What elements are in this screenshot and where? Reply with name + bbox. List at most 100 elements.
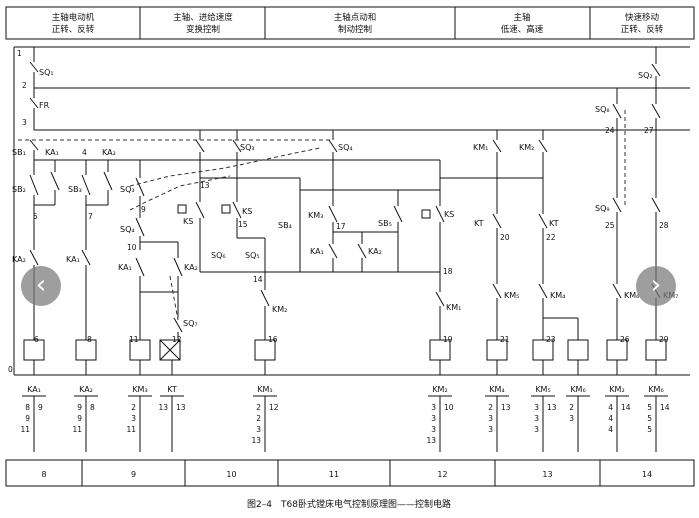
km5a-label: KM₅ [504,291,519,300]
wire-number: 16 [268,335,278,344]
ka1d-label: KA₁ [310,247,324,256]
xref-contact-ref: 5 [647,403,652,412]
sq7-label: SQ₇ [183,319,198,328]
sq8-label: SQ₈ [595,105,610,114]
xref-contact-ref: 3 [431,425,436,434]
header-line: 制动控制 [338,24,372,35]
wire-number: 24 [605,126,615,135]
wire-number: 2 [22,81,27,90]
xref-contact-ref: 2 [488,403,493,412]
wire-number: 13 [200,181,210,190]
sb5-label: SB₅ [378,219,392,228]
wire-number: 0 [8,365,13,374]
wire-number: 17 [336,222,346,231]
xref-contact-ref: 13 [251,436,261,445]
zone-number: 14 [642,470,652,479]
wire-number: 29 [659,335,669,344]
xref-coil-name: KM₆ [648,385,663,394]
zone-number: 13 [542,470,552,479]
wire-number: 20 [500,233,510,242]
xref-contact-ref: 13 [426,436,436,445]
ka1b-label: KA₁ [66,255,80,264]
ka2c-label: KA₂ [184,263,198,272]
xref-coil-name: KM₂ [609,385,624,394]
xref-contact-ref: 3 [431,403,436,412]
xref-coil-name: KM₆ [570,385,585,394]
xref-contact-ref: 2 [131,403,136,412]
wire-number: 3 [22,118,27,127]
xref-contact-ref: 3 [131,414,136,423]
wire-number: 5 [33,212,38,221]
wire-number: 4 [82,148,87,157]
wire-number: 14 [253,275,263,284]
xref-coil-name: KM₅ [535,385,550,394]
header-line: 低速、高速 [501,24,544,35]
header-line: 快速移动 [625,12,660,23]
xref-contact-ref: 4 [608,414,613,423]
wire-number: 27 [644,126,654,135]
xref-contact-ref: 2 [569,403,574,412]
kt2-label: KT [549,219,559,228]
zone-number: 8 [41,470,46,479]
xref-contact-ref: 4 [608,403,613,412]
km2b-label: KM₂ [272,305,287,314]
header-line: 正转、反转 [52,24,95,35]
sq2-label: SQ₂ [638,71,653,80]
km6a-label: KM₆ [624,291,639,300]
contacts [29,61,661,333]
sq4-label: SQ₄ [338,143,353,152]
component-labels: SQ₁ SQ₂ FR SB₁ KA₁ KA₂ SQ₃ SQ₄ SB₂ SB₃ S… [12,68,678,328]
xref-contact-ref: 3 [488,425,493,434]
km1a-label: KM₁ [473,143,488,152]
km3-label: KM₃ [308,211,323,220]
xref-contact-ref: 5 [647,425,652,434]
ka2-label: KA₂ [102,148,116,157]
header-line: 正转、反转 [621,24,664,35]
ks1-label: KS [183,217,193,226]
xref-contact-ref: 9 [25,414,30,423]
next-arrow-button[interactable]: › [636,266,676,306]
ka2b-label: KA₂ [12,255,26,264]
header-line: 变换控制 [186,24,220,35]
wire-numbers: 1 2 3 4 5 7 9 10 12 13 14 15 16 17 18 19… [8,49,669,374]
xref-contact-ref: 3 [534,414,539,423]
sq3b-label: SQ₃ [120,185,135,194]
xref-coil-name: KM₂ [432,385,447,394]
xref-coil-name: KM₄ [489,385,504,394]
xref-coil-name: KT [167,385,177,394]
wire-number: 8 [87,335,92,344]
wire-number: 19 [443,335,453,344]
sq5-label: SQ₅ [245,251,260,260]
xref-contact-ref: 11 [72,425,82,434]
xref-contact-ref: 2 [256,414,261,423]
xref-contact-ref: 5 [647,414,652,423]
xref-contact-ref: 13 [158,403,168,412]
xref-contact-ref: 2 [256,403,261,412]
km2a-label: KM₂ [519,143,534,152]
xref-contact-ref: 9 [77,403,82,412]
chevron-left-icon: ‹ [35,270,47,300]
ks3-label: KS [444,210,454,219]
xref-contact-ref: 3 [534,403,539,412]
xref-contact-ref: 9 [38,403,43,412]
sq4b-label: SQ₄ [120,225,135,234]
xref-contact-ref: 9 [77,414,82,423]
wire-number: 15 [238,220,248,229]
wire-number: 10 [127,243,137,252]
km4a-label: KM₄ [550,291,565,300]
ka1c-label: KA₁ [118,263,132,272]
xref-coil-name: KA₂ [79,385,93,394]
xref-coil-name: KM₁ [257,385,272,394]
sq3-label: SQ₃ [240,143,255,152]
xref-contact-ref: 4 [608,425,613,434]
xref-contact-ref: 3 [534,425,539,434]
sq6-label: SQ₆ [211,251,226,260]
sq9-label: SQ₉ [595,204,610,213]
zone-number: 9 [131,470,136,479]
sq1-label: SQ₁ [39,68,54,77]
sb2-label: SB₂ [12,185,26,194]
prev-arrow-button[interactable]: ‹ [21,266,61,306]
xref-contact-ref: 13 [547,403,557,412]
header-line: 主轴电动机 [52,12,95,23]
